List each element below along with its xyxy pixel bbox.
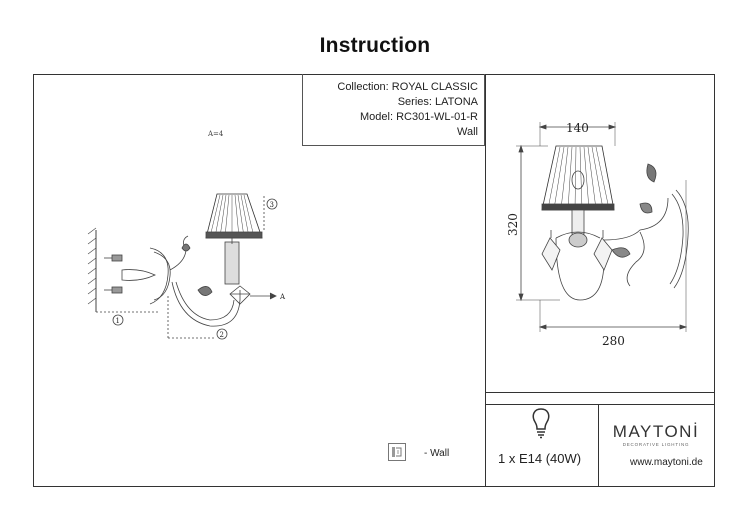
mount-type-text: Wall <box>457 126 478 138</box>
dimension-drawing <box>516 122 689 332</box>
dimension-shade-width: 140 <box>566 121 589 135</box>
wall-arm <box>603 197 669 241</box>
lampshade-front <box>541 145 615 211</box>
dimension-height: 320 <box>506 213 520 236</box>
divider-footer-vertical <box>598 404 600 487</box>
wall-legend-label: - Wall <box>424 448 450 459</box>
collection-text: Collection: ROYAL CLASSIC <box>337 81 478 93</box>
arm <box>171 281 241 327</box>
marker-3: 3 <box>270 201 274 209</box>
shade-pleats <box>209 194 255 238</box>
brand-tagline: DECORATIVE LIGHTING <box>622 442 690 447</box>
arm-curl <box>169 235 189 271</box>
front-shade-pleats <box>547 146 610 210</box>
front-backplate <box>673 189 689 289</box>
front-arm <box>555 237 605 301</box>
screws <box>104 254 123 294</box>
divider-horizontal-lower <box>485 404 715 406</box>
lightbulb-icon <box>532 408 550 439</box>
brand-name: MAYTONİ <box>612 422 700 441</box>
model-text: Model: RC301-WL-01-R <box>360 111 478 123</box>
brand-logo: MAYTONİ DECORATIVE LIGHTING <box>600 422 712 447</box>
wall-hatch <box>87 227 97 305</box>
drawing-frame <box>33 74 715 487</box>
series-text: Series: LATONA <box>397 96 478 108</box>
product-info-box: Collection: ROYAL CLASSIC Series: LATONA… <box>302 74 485 146</box>
assembly-drawing <box>87 193 278 340</box>
brand-website: www.maytoni.de <box>630 457 703 468</box>
marker-1: 1 <box>116 317 120 325</box>
lampshade <box>205 193 263 239</box>
crystal-pendant <box>229 285 251 305</box>
bulb-spec-text: 1 x E14 (40W) <box>498 451 582 466</box>
divider-vertical <box>485 74 487 487</box>
page-title: Instruction <box>319 34 431 57</box>
divider-horizontal-upper <box>485 392 715 394</box>
marker-2: 2 <box>220 331 224 339</box>
dimension-width: 280 <box>602 334 625 348</box>
mounting-bracket <box>121 269 156 281</box>
backplate <box>149 247 169 305</box>
marker-2-circle <box>216 328 228 340</box>
candle <box>224 241 240 285</box>
crystal-left <box>541 237 561 271</box>
marker-1-circle <box>112 314 124 326</box>
callout-a-label: A <box>279 293 286 301</box>
crystal-right <box>593 237 613 271</box>
part-count-label: A=4 <box>208 130 224 138</box>
marker-3-circle <box>266 198 278 210</box>
wall-mount-icon <box>388 443 406 461</box>
